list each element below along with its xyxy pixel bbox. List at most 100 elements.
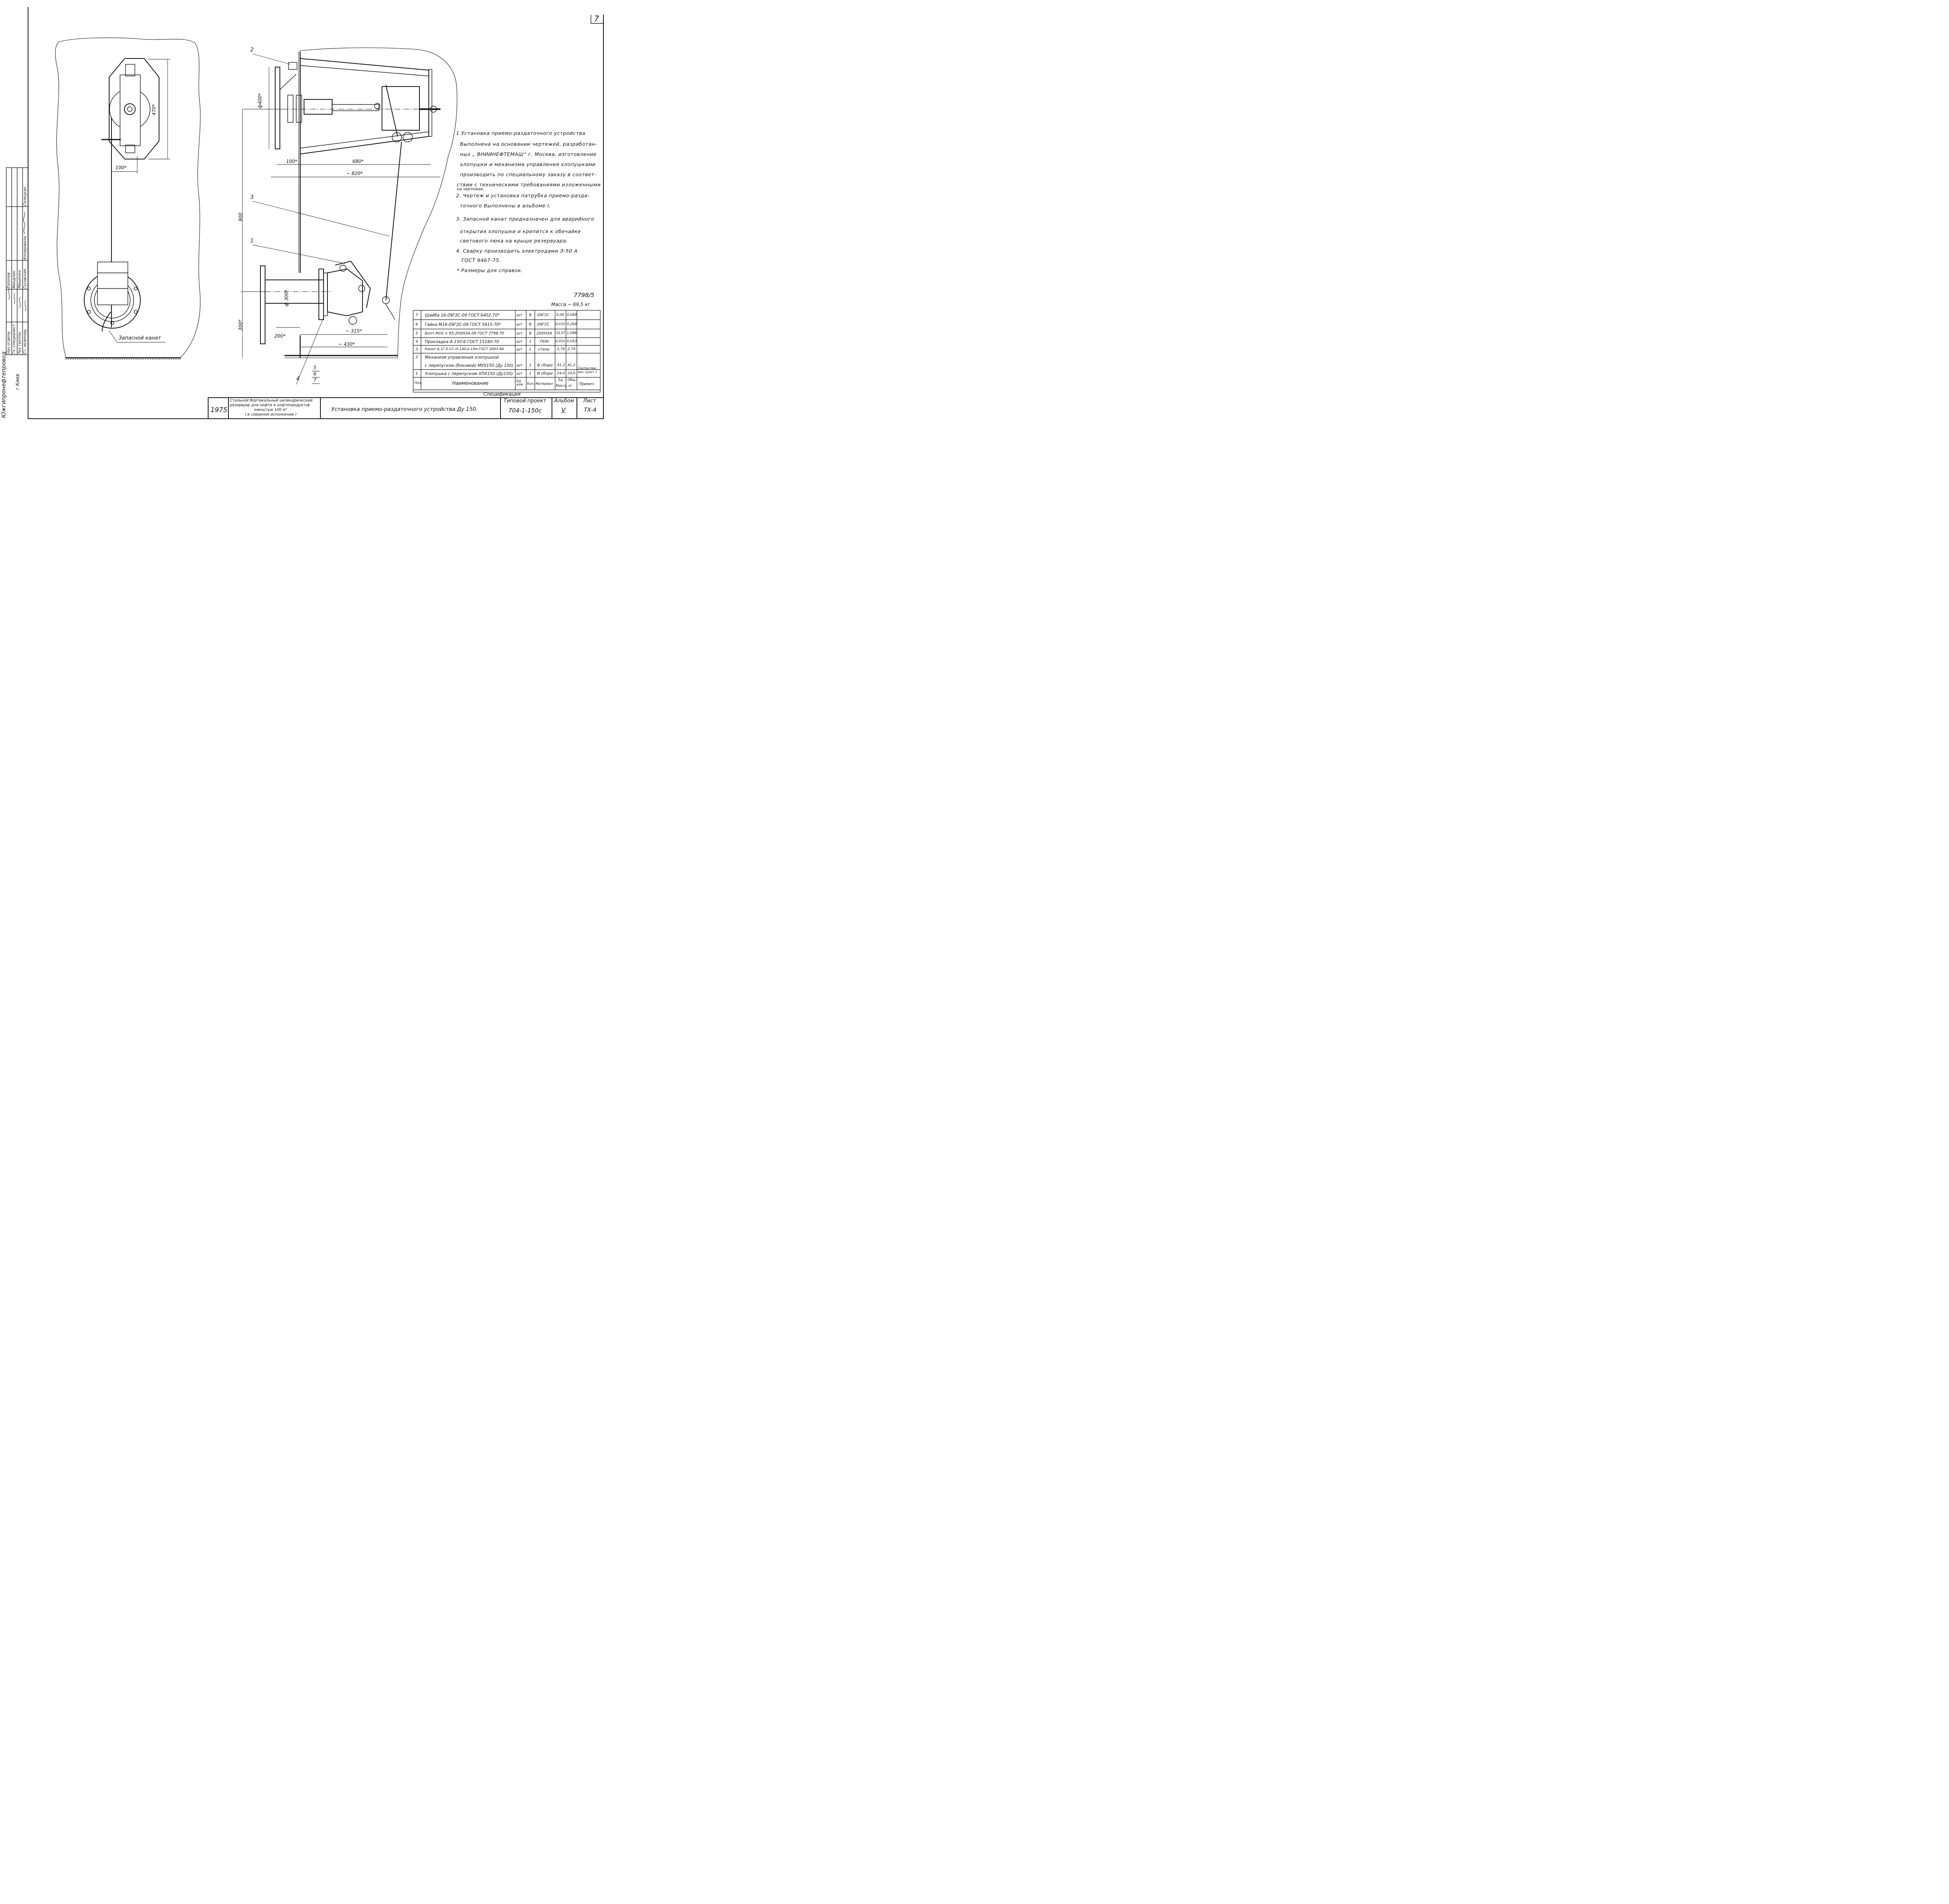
title-object-line: резервуар для нефти и нефтепродуктов — [230, 403, 310, 407]
signature — [25, 300, 26, 311]
title-object-line: Стальной Вертикальный цилиндрический — [230, 398, 313, 403]
dim-300: 300* — [238, 319, 243, 331]
note-line: точного Выполнены в альбоме I. — [460, 203, 551, 209]
leader-4 — [296, 317, 324, 385]
bolt-hole — [134, 287, 138, 290]
bolt-hole — [134, 310, 138, 314]
spec-unit: шт — [516, 322, 522, 327]
mass-label: Масса ~ 69,5 кг — [551, 302, 591, 307]
spec-material: В сборе — [537, 363, 553, 368]
dim-200: 200* — [274, 333, 286, 339]
guide-pulley — [403, 132, 413, 142]
album-label: Альбом — [554, 398, 574, 404]
dim-470: 470* — [151, 104, 157, 115]
spec-mass-unit: 0,053 — [555, 340, 565, 343]
spec-header-note: Примеч — [579, 382, 594, 386]
spec-note: Смотри при- — [578, 366, 597, 370]
spec-mass-total: 0,264 — [567, 322, 577, 326]
spec-unit: шт. — [516, 331, 524, 336]
spec-mass-total: 0,053 — [567, 340, 577, 343]
flap-lever — [335, 260, 371, 308]
spec-pos: 1 — [416, 372, 418, 376]
spec-unit: шт — [516, 347, 522, 352]
spec-qty: 8 — [529, 313, 532, 317]
spec-pos: 7 — [416, 313, 418, 317]
left-bottom-block — [125, 145, 135, 153]
spec-unit: шт — [516, 340, 522, 344]
position-5: 5 — [313, 365, 317, 370]
drawing-title: Установка приемо-раздаточного устройства… — [331, 406, 478, 412]
position-2: 2 — [250, 47, 254, 53]
spec-material: В сборе — [537, 372, 553, 376]
note-line: ГОСТ 9467-75. — [462, 257, 501, 263]
dim-d400: ф400* — [257, 93, 263, 108]
archive-number: 7798/5 — [574, 292, 594, 299]
signature — [14, 293, 15, 304]
bracket-frame — [300, 58, 429, 154]
spec-header-unit: Ед изм — [516, 379, 523, 387]
spec-qty: 1 — [529, 340, 532, 344]
signature — [19, 297, 21, 308]
bracket-frame-inner — [300, 131, 429, 149]
flap-valve-body — [327, 268, 363, 317]
spec-qty: 8 — [529, 322, 532, 327]
spec-qty: 1 — [529, 363, 532, 368]
rope-tail — [386, 304, 395, 320]
note-line: ных „ ВНИИНЕФТЕМАШ“ г. Москва; изготовле… — [460, 151, 597, 157]
spec-name: Прокладка А-150-6 ГОСТ 15180-70 — [425, 340, 499, 344]
spec-table-grid — [413, 310, 601, 393]
position-3: 3 — [250, 194, 254, 200]
bolt-hole — [87, 287, 91, 290]
shaft-cylinder — [304, 99, 332, 115]
spec-title: Спецификация — [483, 391, 521, 397]
dim-820: ~ 820* — [346, 171, 363, 176]
spec-name: Канат 6,1Г-II-СС-Н-140,е-15м ГОСТ 3063-6… — [425, 347, 504, 351]
dim-100-left: 100* — [115, 165, 127, 170]
pipe-body — [265, 280, 324, 304]
stamp-role: Рук группы — [18, 332, 22, 354]
spec-unit: шт — [516, 313, 522, 317]
spec-mass-total: 1,096 — [567, 331, 577, 335]
dim-d300: ф 300* — [284, 290, 289, 306]
spec-header-mass: Масса, кг — [556, 384, 573, 388]
pos2-bracket — [288, 62, 297, 70]
signature — [23, 212, 25, 234]
spec-name: Механизм управления хлопушкой — [425, 355, 499, 360]
left-housing — [109, 58, 159, 159]
spec-unit: шт — [516, 372, 522, 376]
shaft-flange — [287, 95, 294, 123]
spec-pos: 3 — [416, 347, 418, 352]
left-view-break-outline — [55, 37, 201, 358]
stamp-role: Гл. специалист — [12, 324, 16, 354]
note-line: 3. Запасной канат предназначен для авари… — [456, 216, 594, 222]
spec-material: 09Г2С — [537, 313, 550, 317]
bolt-hole — [110, 321, 114, 325]
note-line: 2. Чертеж и установка патрубка приемо-ра… — [456, 193, 590, 198]
valve-lug — [348, 316, 357, 325]
spec-qty: 8 — [529, 331, 532, 336]
note-line: ствии с техническими требованиями изложе… — [457, 182, 601, 188]
spec-mass-total: 0,064 — [567, 313, 577, 317]
control-rope-down — [386, 142, 402, 301]
note-line: 1 Установка приемо-раздаточного устройст… — [456, 130, 585, 136]
dim-900: 900 — [238, 212, 243, 221]
stamp-role: Ст. инженер — [23, 329, 27, 354]
spec-qty: 1 — [529, 347, 532, 352]
control-rope — [386, 85, 398, 137]
spec-mass-unit: 2,79 — [557, 347, 565, 351]
note-line: хлопушки и механизма управления хлопушка… — [460, 161, 596, 167]
stamp-copied-name: Селецкая — [23, 187, 27, 206]
leader-2 — [252, 53, 291, 65]
spec-pos: 6 — [416, 322, 418, 327]
left-hub — [124, 103, 136, 115]
spec-name: Болт М16 × 65-20ХН3А-09 ГОСТ 7798-70 — [425, 331, 504, 336]
position-1: 1 — [250, 238, 254, 244]
rope-clamp — [382, 296, 390, 304]
position-6: 6 — [313, 371, 317, 377]
spec-mass-total: 41,2 — [568, 363, 576, 367]
spec-header-pos: Поз. — [414, 381, 422, 385]
project-label: Типовой проект — [504, 398, 546, 404]
spec-mass-unit: 0,08 — [556, 313, 564, 317]
spec-header-mass-total: Общ. — [568, 378, 577, 382]
title-year: 1975 — [210, 406, 228, 414]
